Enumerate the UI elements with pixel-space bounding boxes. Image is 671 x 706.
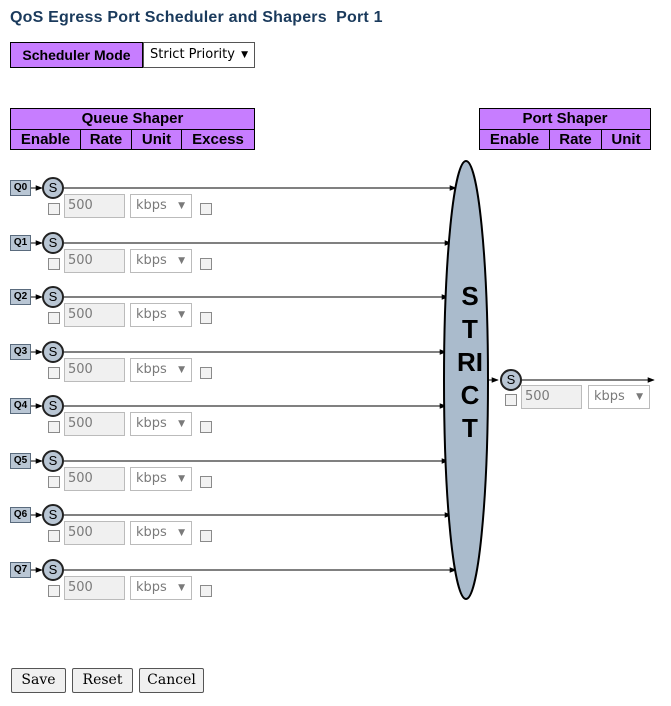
save-button[interactable]: Save bbox=[11, 668, 66, 693]
queue-label: Q5 bbox=[10, 453, 31, 469]
queue-unit-select[interactable]: kbps ▼ bbox=[130, 358, 192, 382]
chevron-down-icon: ▼ bbox=[178, 474, 185, 484]
queue-enable-checkbox[interactable] bbox=[48, 203, 60, 215]
queue-scheduler-icon: S bbox=[42, 341, 64, 363]
queue-unit-value: kbps bbox=[136, 525, 167, 540]
chevron-down-icon: ▼ bbox=[178, 419, 185, 429]
queue-unit-select[interactable]: kbps ▼ bbox=[130, 467, 192, 491]
strict-scheduler-ellipse bbox=[443, 160, 489, 600]
queue-enable-checkbox[interactable] bbox=[48, 421, 60, 433]
queue-unit-value: kbps bbox=[136, 471, 167, 486]
queue-label: Q7 bbox=[10, 562, 31, 578]
queue-unit-select[interactable]: kbps ▼ bbox=[130, 303, 192, 327]
scheduler-mode-value: Strict Priority bbox=[150, 47, 235, 62]
queue-label: Q3 bbox=[10, 344, 31, 360]
queue-enable-checkbox[interactable] bbox=[48, 585, 60, 597]
queue-col-rate: Rate bbox=[81, 130, 132, 149]
queue-enable-checkbox[interactable] bbox=[48, 476, 60, 488]
queue-enable-checkbox[interactable] bbox=[48, 530, 60, 542]
queue-unit-value: kbps bbox=[136, 307, 167, 322]
queue-unit-select[interactable]: kbps ▼ bbox=[130, 412, 192, 436]
chevron-down-icon: ▼ bbox=[636, 392, 643, 402]
chevron-down-icon: ▼ bbox=[178, 310, 185, 320]
queue-enable-checkbox[interactable] bbox=[48, 312, 60, 324]
queue-label: Q6 bbox=[10, 507, 31, 523]
queue-excess-checkbox[interactable] bbox=[200, 258, 212, 270]
queue-arrows bbox=[31, 185, 655, 573]
port-enable-checkbox[interactable] bbox=[505, 394, 517, 406]
queue-enable-checkbox[interactable] bbox=[48, 258, 60, 270]
chevron-down-icon: ▼ bbox=[241, 50, 248, 60]
queue-col-excess: Excess bbox=[192, 131, 244, 148]
port-rate-input[interactable]: 500 bbox=[521, 385, 582, 409]
chevron-down-icon: ▼ bbox=[178, 201, 185, 211]
queue-shaper-columns: Enable Rate Unit Excess bbox=[10, 129, 255, 150]
queue-scheduler-icon: S bbox=[42, 559, 64, 581]
queue-shaper-title: Queue Shaper bbox=[10, 108, 255, 130]
queue-unit-value: kbps bbox=[136, 416, 167, 431]
scheduler-mode-select[interactable]: Strict Priority ▼ bbox=[143, 42, 255, 68]
queue-rate-input[interactable]: 500 bbox=[64, 576, 125, 600]
port-unit-value: kbps bbox=[594, 389, 625, 404]
cancel-button[interactable]: Cancel bbox=[139, 668, 204, 693]
queue-unit-select[interactable]: kbps ▼ bbox=[130, 521, 192, 545]
chevron-down-icon: ▼ bbox=[178, 528, 185, 538]
queue-unit-value: kbps bbox=[136, 253, 167, 268]
queue-unit-select[interactable]: kbps ▼ bbox=[130, 194, 192, 218]
queue-col-unit: Unit bbox=[132, 130, 182, 149]
queue-label: Q4 bbox=[10, 398, 31, 414]
queue-label: Q1 bbox=[10, 235, 31, 251]
port-col-unit: Unit bbox=[611, 131, 641, 148]
chevron-down-icon: ▼ bbox=[178, 583, 185, 593]
queue-excess-checkbox[interactable] bbox=[200, 530, 212, 542]
queue-excess-checkbox[interactable] bbox=[200, 367, 212, 379]
queue-unit-value: kbps bbox=[136, 198, 167, 213]
chevron-down-icon: ▼ bbox=[178, 256, 185, 266]
port-col-rate: Rate bbox=[550, 130, 602, 149]
queue-col-enable: Enable bbox=[11, 130, 81, 149]
port-scheduler-icon: S bbox=[500, 369, 522, 391]
queue-excess-checkbox[interactable] bbox=[200, 312, 212, 324]
queue-scheduler-icon: S bbox=[42, 450, 64, 472]
queue-scheduler-icon: S bbox=[42, 504, 64, 526]
queue-label: Q0 bbox=[10, 180, 31, 196]
port-shaper-title: Port Shaper bbox=[479, 108, 651, 130]
queue-rate-input[interactable]: 500 bbox=[64, 467, 125, 491]
queue-excess-checkbox[interactable] bbox=[200, 476, 212, 488]
queue-enable-checkbox[interactable] bbox=[48, 367, 60, 379]
reset-button[interactable]: Reset bbox=[72, 668, 133, 693]
port-unit-select[interactable]: kbps ▼ bbox=[588, 385, 650, 409]
chevron-down-icon: ▼ bbox=[178, 365, 185, 375]
queue-scheduler-icon: S bbox=[42, 395, 64, 417]
port-col-enable: Enable bbox=[480, 130, 550, 149]
queue-scheduler-icon: S bbox=[42, 177, 64, 199]
port-shaper-columns: Enable Rate Unit bbox=[479, 129, 651, 150]
queue-unit-select[interactable]: kbps ▼ bbox=[130, 576, 192, 600]
queue-rate-input[interactable]: 500 bbox=[64, 412, 125, 436]
queue-scheduler-icon: S bbox=[42, 286, 64, 308]
queue-unit-value: kbps bbox=[136, 580, 167, 595]
queue-rate-input[interactable]: 500 bbox=[64, 358, 125, 382]
queue-unit-value: kbps bbox=[136, 362, 167, 377]
queue-rate-input[interactable]: 500 bbox=[64, 303, 125, 327]
queue-excess-checkbox[interactable] bbox=[200, 421, 212, 433]
queue-excess-checkbox[interactable] bbox=[200, 585, 212, 597]
queue-rate-input[interactable]: 500 bbox=[64, 194, 125, 218]
queue-excess-checkbox[interactable] bbox=[200, 203, 212, 215]
queue-unit-select[interactable]: kbps ▼ bbox=[130, 249, 192, 273]
queue-rate-input[interactable]: 500 bbox=[64, 249, 125, 273]
queue-rate-input[interactable]: 500 bbox=[64, 521, 125, 545]
strict-label: STRICT bbox=[457, 281, 483, 443]
page-title: QoS Egress Port Scheduler and Shapers Po… bbox=[10, 9, 383, 26]
scheduler-mode-label: Scheduler Mode bbox=[10, 42, 143, 68]
queue-scheduler-icon: S bbox=[42, 232, 64, 254]
queue-label: Q2 bbox=[10, 289, 31, 305]
